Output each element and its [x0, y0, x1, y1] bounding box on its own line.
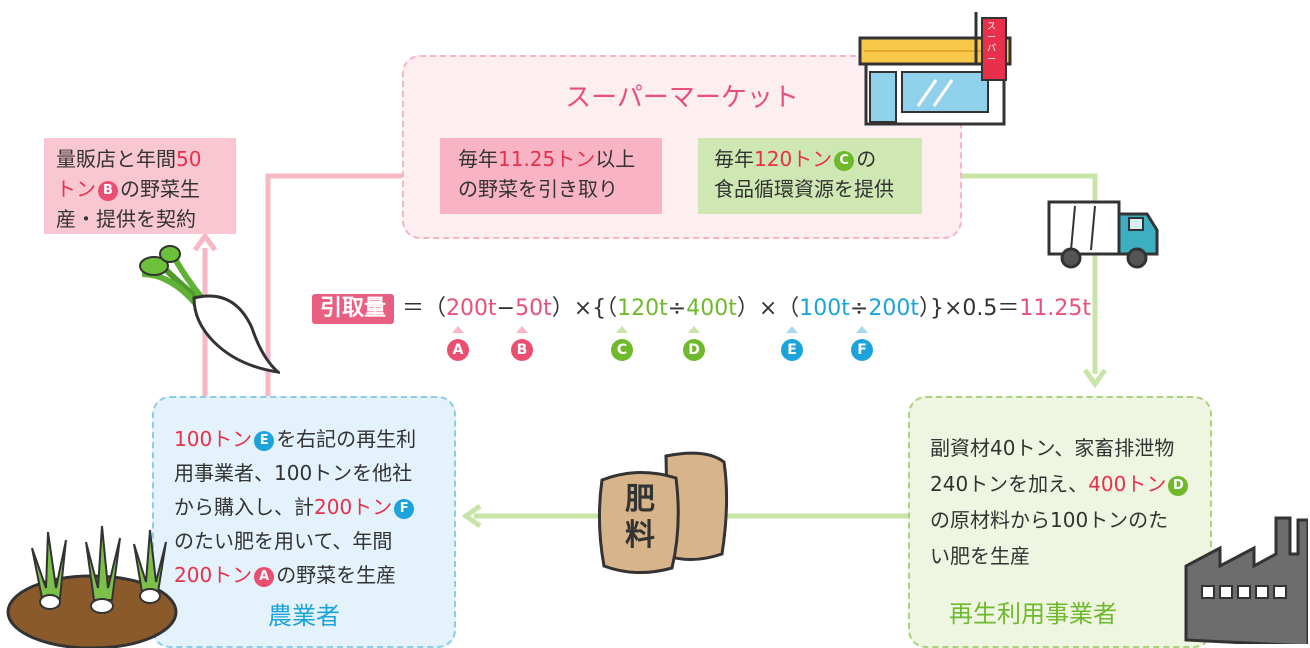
formula-mid3: ）}×0.5＝: [918, 296, 1020, 321]
contract-post: の野菜生: [120, 177, 200, 201]
formula-div1: ÷: [667, 296, 687, 321]
formula-marker-f: F: [850, 326, 874, 361]
arrow-farmer-to-supermarket: [265, 173, 410, 396]
badge-c: C: [834, 151, 855, 171]
recycler-box: [908, 396, 1212, 648]
contract-line3: 産・提供を契約: [56, 207, 196, 231]
arrowhead-farmer: [461, 503, 482, 529]
badge-b: B: [98, 181, 118, 201]
recycler-line1: 副資材40トン、家畜排泄物: [930, 436, 1175, 460]
formula-marker-c: C: [610, 326, 634, 361]
supermarket-title: スーパーマーケット: [565, 83, 799, 113]
fertilizer-char-2: 料: [625, 518, 655, 553]
arrowhead-recycler: [1082, 368, 1108, 389]
formula-div2: ÷: [849, 296, 869, 321]
pickup-line2: の野菜を引き取り: [458, 177, 618, 201]
formula-value-a: 200t: [446, 296, 497, 321]
badge-d: D: [1168, 476, 1189, 496]
formula-value-f: 200t: [868, 296, 919, 321]
formula-result: 11.25t: [1019, 296, 1091, 321]
badge-f: F: [394, 499, 415, 519]
store-sign-text: スーパー: [987, 22, 997, 65]
formula-label: 引取量: [312, 294, 395, 324]
pickup-amount: 11.25トン: [498, 147, 596, 171]
truck-icon: [1047, 200, 1159, 269]
formula-marker-b: B: [510, 326, 534, 361]
recycler-line2-pre: 240トンを加え、: [930, 472, 1089, 496]
farmer-line2: 用事業者、100トンを他社: [174, 461, 413, 485]
formula-value-b: 50t: [515, 296, 552, 321]
contract-amount: 50: [176, 147, 202, 171]
recycler-line3: の原材料から100トンのた: [930, 508, 1169, 532]
field-sprouts-icon: [6, 525, 178, 648]
formula-minus: −: [496, 296, 516, 321]
arrowhead-contract: [192, 231, 218, 252]
recycler-amount-d: 400トン: [1088, 472, 1167, 496]
farmer-title: 農業者: [268, 602, 340, 630]
supply-line2: 食品循環資源を提供: [714, 177, 894, 201]
formula-marker-e: E: [780, 326, 804, 361]
farmer-amount-f: 200トン: [314, 495, 393, 519]
formula-value-d: 400t: [686, 296, 737, 321]
fertilizer-label: 肥 料: [620, 482, 660, 554]
recycler-line4: い肥を生産: [930, 544, 1030, 568]
formula-marker-d: D: [682, 326, 706, 361]
supply-pre: 毎年: [714, 147, 754, 171]
formula-eq1: ＝（: [402, 296, 447, 321]
formula-mid2: ）×（: [736, 296, 800, 321]
factory-icon: [1184, 516, 1308, 644]
farmer-line3-pre: から購入し、計: [174, 495, 314, 519]
pickup-post: 以上: [595, 147, 636, 171]
formula-mid1: ）×{（: [551, 296, 618, 321]
supply-amount: 120トン: [754, 147, 833, 171]
supermarket-pickup-box: 毎年11.25トン以上 の野菜を引き取り: [440, 138, 662, 214]
formula-value-c: 120t: [617, 296, 668, 321]
supply-post: の: [856, 147, 877, 171]
pickup-pre: 毎年: [458, 147, 498, 171]
farmer-line1-post: を右記の再生利: [276, 427, 417, 451]
contract-pre: 量販店と年間: [56, 147, 176, 171]
farmer-box: [152, 396, 456, 648]
formula-marker-a: A: [446, 326, 470, 361]
supermarket-store-icon: [858, 12, 1012, 126]
fertilizer-bags-icon: [597, 451, 729, 575]
fertilizer-char-1: 肥: [625, 482, 655, 517]
badge-a: A: [254, 567, 275, 587]
contract-unit: トン: [56, 177, 96, 201]
farmer-amount-a: 200トン: [174, 563, 253, 587]
farmer-line4: のたい肥を用いて、年間: [174, 529, 393, 553]
arrow-supermarket-to-recycler: [922, 173, 1098, 374]
formula: 引取量＝（200t−50t）×{（120t÷400t）×（100t÷200t）}…: [312, 294, 1091, 324]
recycler-title: 再生利用事業者: [949, 600, 1117, 628]
farmer-amount-e: 100トン: [174, 427, 253, 451]
radish-icon: [139, 245, 280, 374]
badge-e: E: [254, 431, 275, 451]
farmer-line5-post: の野菜を生産: [276, 563, 397, 587]
formula-value-e: 100t: [799, 296, 850, 321]
